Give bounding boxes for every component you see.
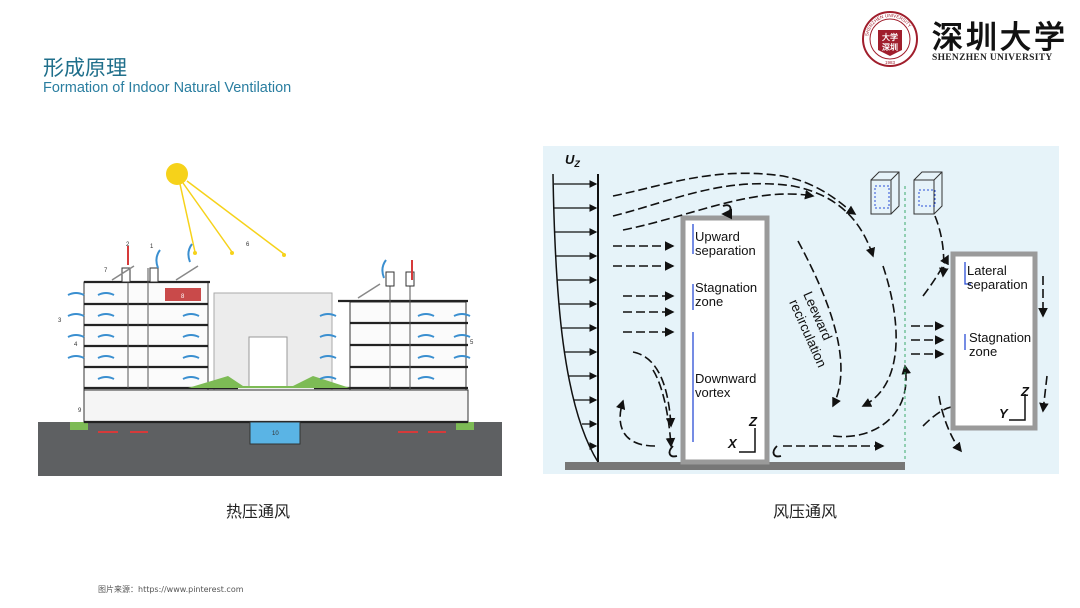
stack-ventilation-diagram: 2 1 3 4 5 6 7 8 9 10: [38, 163, 502, 476]
page-title: 形成原理: [43, 56, 127, 80]
label-upward: Upward: [695, 229, 740, 244]
label-8-block: [165, 288, 201, 301]
label-6: 6: [246, 242, 250, 248]
label-lateral-separation: separation: [967, 277, 1028, 292]
orientation-cube-icons: [870, 171, 943, 215]
page-subtitle: Formation of Indoor Natural Ventilation: [43, 80, 292, 96]
sun-icon: [166, 163, 188, 185]
wind-ventilation-diagram: UZ: [543, 146, 1059, 474]
axis-z-front: Z: [748, 414, 758, 429]
velocity-profile-arrows: [554, 180, 598, 450]
label-stagnation-side: Stagnation: [969, 330, 1031, 345]
image-source: 图片来源：https://www.pinterest.com: [98, 585, 244, 594]
label-zone: zone: [695, 294, 723, 309]
ground: [565, 462, 905, 470]
university-logo: 大学 深圳 SHENZHEN UNIVERSITY 1983: [860, 10, 1070, 68]
axis-z-side: Z: [1020, 384, 1030, 399]
university-seal-icon: 大学 深圳 SHENZHEN UNIVERSITY 1983: [862, 11, 918, 67]
label-9: 9: [78, 408, 82, 414]
label-8: 8: [181, 294, 185, 300]
seal-center-bottom: 深圳: [882, 42, 898, 52]
seal-center-top: 大学: [882, 32, 898, 42]
windward-building: [680, 215, 770, 465]
label-zone-side: zone: [969, 344, 997, 359]
caption-wind-ventilation: 风压通风: [773, 502, 838, 521]
label-downward: Downward: [695, 371, 756, 386]
caption-stack-ventilation: 热压通风: [226, 502, 291, 521]
vortex-icons: [668, 204, 782, 458]
seal-year: 1983: [885, 60, 896, 65]
label-5: 5: [470, 340, 474, 346]
label-2: 2: [126, 242, 130, 248]
label-4: 4: [74, 342, 78, 348]
velocity-label: UZ: [565, 152, 580, 169]
label-lateral: Lateral: [967, 263, 1007, 278]
flow-streamlines: [612, 172, 1049, 453]
label-10: 10: [272, 431, 279, 437]
label-stagnation: Stagnation: [695, 280, 757, 295]
university-name-cn: 深圳大学: [932, 20, 1068, 56]
label-3: 3: [58, 318, 62, 324]
label-vortex: vortex: [695, 385, 731, 400]
label-1: 1: [150, 244, 154, 250]
axis-x-front: X: [727, 436, 738, 451]
label-separation: separation: [695, 243, 756, 258]
axis-y-side: Y: [999, 406, 1009, 421]
side-building: [950, 251, 1038, 431]
label-7: 7: [104, 268, 108, 274]
university-name-en: SHENZHEN UNIVERSITY: [932, 53, 1053, 63]
